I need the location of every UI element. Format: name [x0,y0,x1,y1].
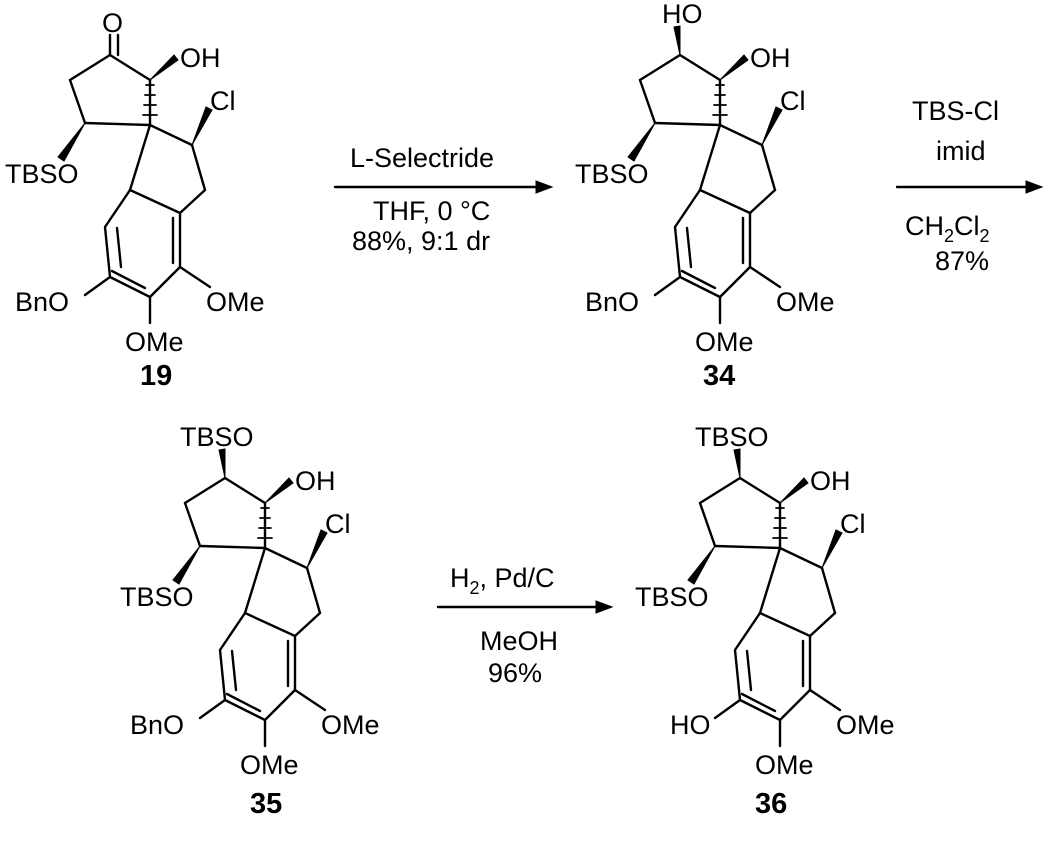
reaction-arrow-1: L-Selectride THF, 0 °C 88%, 9:1 dr [333,143,554,256]
ome-right-label: OMe [776,287,835,317]
compound-number: 34 [703,360,735,392]
obn-label: BnO [585,287,639,317]
base-label: imid [936,136,986,166]
ome-bottom-label: OMe [125,327,184,357]
chloro-label: Cl [840,509,866,539]
reaction-arrow-2: TBS-Cl imid CH2Cl2 87% [895,96,1044,276]
compound-34: HO OH Cl TBSO BnO OMe OMe 34 [575,0,835,392]
ome-right-label: OMe [206,287,265,317]
ome-right-label: OMe [836,710,895,740]
yield-label: 96% [488,658,542,688]
otbs-label: TBSO [635,582,709,612]
hydroxyl-label: OH [180,43,221,73]
chloro-label: Cl [780,86,806,116]
solvent-condition: THF, 0 °C [373,196,490,226]
otbs-label: TBSO [575,159,649,189]
reaction-arrow-3: H2, Pd/C MeOH 96% [436,563,614,688]
reagent-label: TBS-Cl [912,96,999,126]
top-otbs-label: TBSO [180,422,254,452]
chloro-label: Cl [325,509,351,539]
ome-bottom-label: OMe [240,750,299,780]
obn-label: BnO [130,710,184,740]
compound-19: O OH Cl TBSO BnO OMe OMe 19 [5,8,265,392]
solvent-condition: MeOH [480,626,558,656]
hydroxyl-label: OH [810,466,851,496]
phenol-label: HO [670,710,711,740]
top-hydroxyl-label: HO [662,0,703,29]
reagent-label: H2, Pd/C [450,563,555,598]
otbs-label: TBSO [5,159,79,189]
hydroxyl-label: OH [295,466,336,496]
ome-bottom-label: OMe [755,750,814,780]
ome-right-label: OMe [321,710,380,740]
compound-number: 36 [755,788,787,820]
chloro-label: Cl [210,86,236,116]
yield-label: 87% [935,246,989,276]
yield-label: 88%, 9:1 dr [352,226,490,256]
compound-number: 19 [140,360,172,392]
compound-35: TBSO OH Cl TBSO BnO OMe OMe 35 [120,422,380,820]
top-otbs-label: TBSO [695,422,769,452]
compound-36: TBSO OH Cl TBSO HO OMe OMe 36 [635,422,895,820]
ketone-oxygen: O [102,8,123,38]
ome-bottom-label: OMe [695,327,754,357]
otbs-label: TBSO [120,582,194,612]
hydroxyl-label: OH [750,43,791,73]
obn-label: BnO [15,287,69,317]
compound-number: 35 [250,788,282,820]
solvent-condition: CH2Cl2 [905,211,990,246]
reagent-label: L-Selectride [350,143,494,173]
